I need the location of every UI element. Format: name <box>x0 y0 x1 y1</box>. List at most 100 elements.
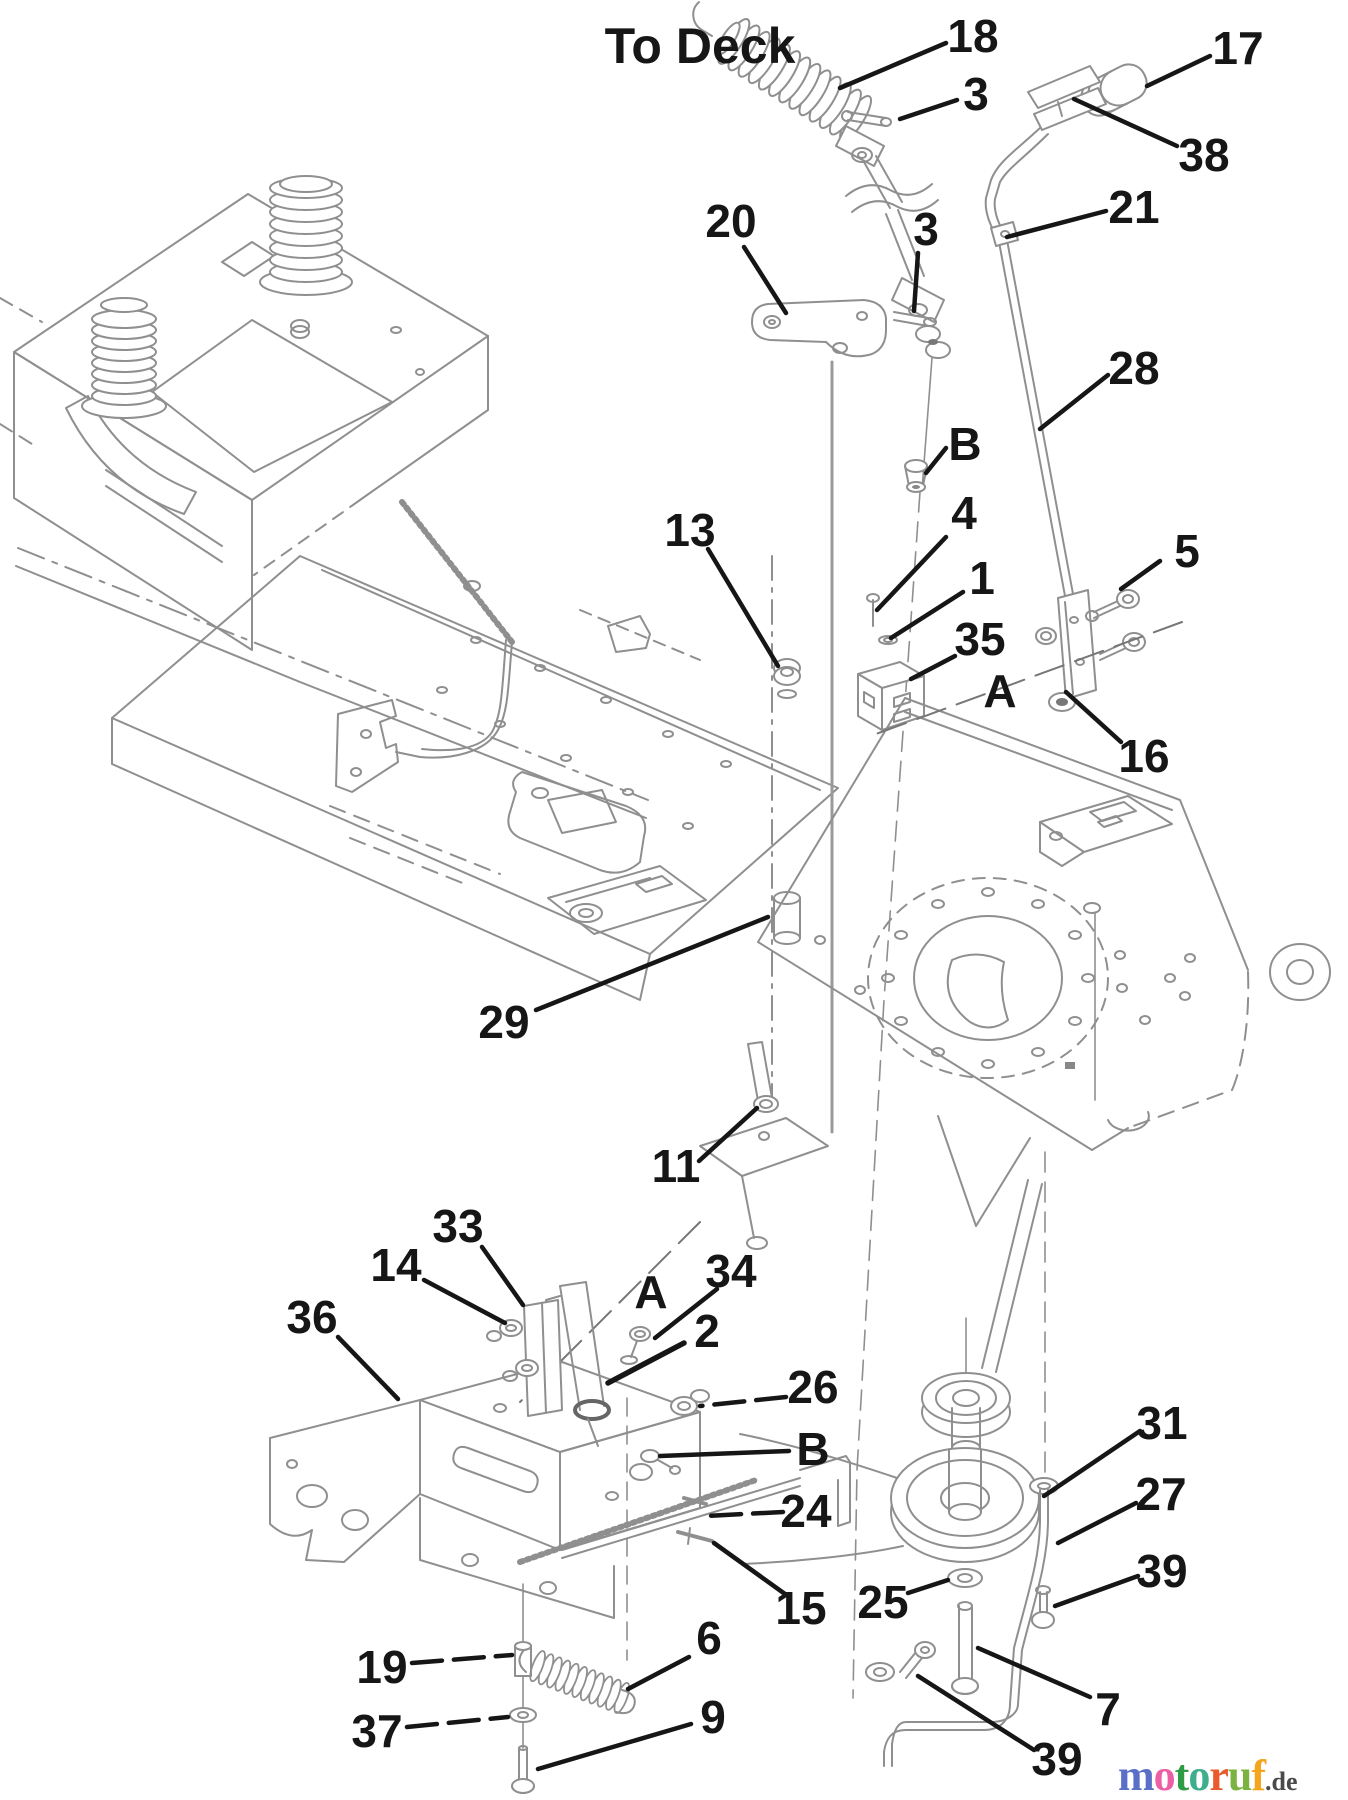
leader-line-39a <box>1052 1573 1141 1609</box>
part-label-31: 31 <box>1136 1397 1187 1449</box>
part-label-15: 15 <box>775 1582 826 1634</box>
leader-line-4 <box>874 534 949 613</box>
leader-line-18 <box>837 40 949 91</box>
motoruf-letter: t <box>1174 1751 1190 1800</box>
pto-handle-assembly <box>984 63 1148 1101</box>
part-label-19: 19 <box>356 1641 407 1693</box>
part-label-3a: 3 <box>963 68 989 120</box>
leader-line-2 <box>605 1340 687 1386</box>
motoruf-letter: o <box>1188 1751 1210 1800</box>
part-label-29: 29 <box>478 996 529 1048</box>
leader-line-26 <box>697 1394 789 1409</box>
leader-line-15 <box>711 1540 788 1597</box>
transaxle-plate <box>519 621 1331 1661</box>
part-label-A1: A <box>983 665 1016 717</box>
interlock-switch <box>857 593 925 731</box>
leader-line-21 <box>1004 208 1109 240</box>
part-label-B2: B <box>796 1423 829 1475</box>
chassis-deck <box>0 297 839 1250</box>
part-label-to-deck: To Deck <box>605 18 796 74</box>
leader-line-16 <box>1063 689 1124 745</box>
motoruf-letter: o <box>1153 1751 1176 1800</box>
leader-line-B2 <box>657 1448 792 1459</box>
part-label-39b: 39 <box>1031 1733 1082 1785</box>
motoruf-logo-letters: motoruf <box>1118 1751 1266 1800</box>
leader-line-27 <box>1055 1500 1139 1546</box>
frame-spring-left <box>81 297 167 419</box>
part-label-35: 35 <box>954 613 1005 665</box>
leader-line-25 <box>905 1577 951 1596</box>
part-label-11: 11 <box>652 1140 701 1192</box>
leader-line-1 <box>888 589 966 641</box>
part-label-6: 6 <box>696 1612 722 1664</box>
deck-cable-assembly <box>692 1 951 1699</box>
part-label-20: 20 <box>705 195 756 247</box>
motoruf-logo-suffix: .de <box>1264 1767 1298 1796</box>
leader-line-14 <box>421 1277 508 1326</box>
part-label-14: 14 <box>370 1239 422 1291</box>
leader-line-31 <box>1041 1428 1143 1499</box>
shift-bracket-assembly <box>269 1281 851 1619</box>
leader-line-24 <box>703 1509 786 1519</box>
leader-line-29 <box>533 914 771 1013</box>
leader-line-3a <box>897 97 960 122</box>
part-label-2: 2 <box>694 1305 720 1357</box>
leader-line-11 <box>696 1105 760 1164</box>
center-hardware <box>620 555 801 1365</box>
leader-line-13 <box>705 546 781 669</box>
leader-line-37 <box>404 1714 511 1730</box>
leader-line-6 <box>625 1654 692 1692</box>
leader-line-33 <box>479 1244 526 1308</box>
part-label-A2: A <box>634 1266 667 1318</box>
part-label-13: 13 <box>664 504 715 556</box>
part-label-26: 26 <box>787 1361 838 1413</box>
leader-line-17 <box>1144 53 1213 89</box>
part-label-34: 34 <box>705 1245 757 1297</box>
brake-spring-hardware <box>509 1583 636 1794</box>
part-label-3b: 3 <box>913 203 939 255</box>
leader-line-39b <box>915 1673 1037 1753</box>
leader-line-38 <box>1071 96 1180 149</box>
part-label-17: 17 <box>1212 22 1263 74</box>
leader-line-35 <box>908 653 958 682</box>
motoruf-letter: u <box>1227 1751 1253 1800</box>
motoruf-letter: r <box>1209 1751 1229 1800</box>
frame-box <box>13 193 489 651</box>
part-label-38: 38 <box>1178 129 1229 181</box>
leader-line-7 <box>975 1645 1093 1700</box>
part-label-25: 25 <box>857 1576 908 1628</box>
part-label-28: 28 <box>1108 342 1159 394</box>
part-label-4: 4 <box>951 487 977 539</box>
leader-line-19 <box>409 1652 515 1666</box>
part-label-9: 9 <box>700 1691 726 1743</box>
leader-line-B1 <box>923 445 949 476</box>
leader-line-20 <box>741 244 789 316</box>
part-label-7: 7 <box>1095 1683 1121 1735</box>
leader-line-36 <box>335 1334 401 1402</box>
pulley-assembly <box>739 1179 1059 1767</box>
leader-line-9 <box>535 1721 694 1772</box>
part-label-21: 21 <box>1108 181 1159 233</box>
leader-line-34 <box>652 1286 720 1341</box>
motoruf-letter: f <box>1251 1751 1266 1800</box>
frame-spring-right <box>259 175 353 296</box>
part-label-18: 18 <box>947 10 998 62</box>
motoruf-letter: m <box>1118 1751 1155 1800</box>
part-label-33: 33 <box>432 1200 483 1252</box>
part-label-5: 5 <box>1174 525 1200 577</box>
motoruf-logo: motoruf.de <box>1118 1750 1297 1800</box>
part-label-24: 24 <box>780 1485 832 1537</box>
leader-line-3b <box>911 250 921 314</box>
part-label-1: 1 <box>969 552 995 604</box>
part-label-36: 36 <box>286 1291 337 1343</box>
leader-line-28 <box>1037 372 1111 432</box>
part-label-37: 37 <box>351 1705 402 1757</box>
part-label-16: 16 <box>1118 730 1169 782</box>
part-label-B1: B <box>948 418 981 470</box>
leader-line-5 <box>1118 558 1163 592</box>
part-label-27: 27 <box>1135 1468 1186 1520</box>
